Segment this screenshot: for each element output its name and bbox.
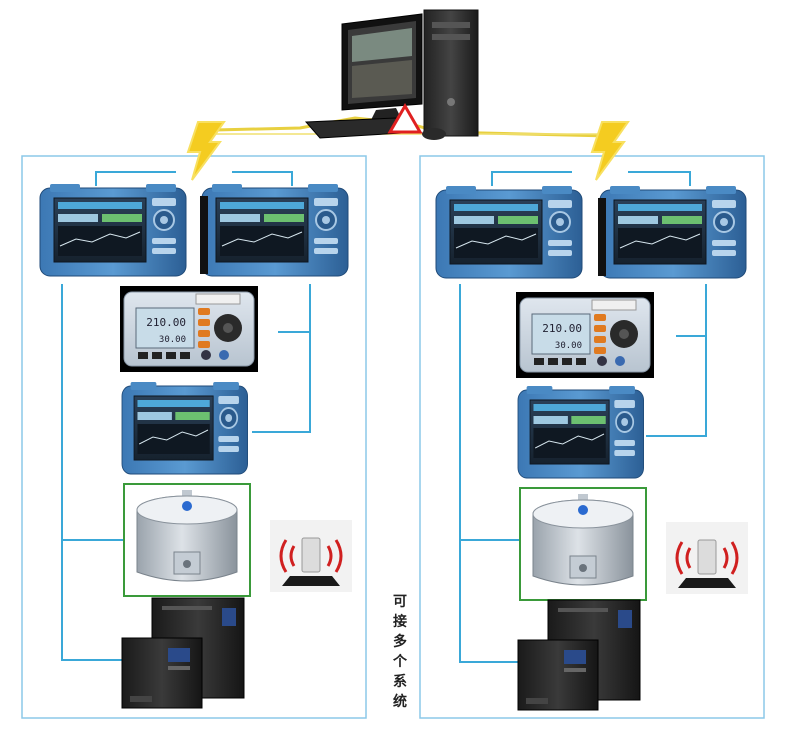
label-char: 个 [393, 654, 407, 670]
wiring-left [61, 171, 311, 661]
label-char: 可 [393, 594, 407, 610]
optical-power-meter-icon [515, 291, 655, 379]
cylindrical-sensor-icon [123, 483, 251, 597]
system-panel-right [419, 155, 765, 719]
system-panel-left [21, 155, 367, 719]
handheld-otdr-icon [201, 183, 349, 277]
label-char: 统 [393, 694, 407, 710]
ups-tower-icon [121, 597, 245, 709]
ups-tower-icon [517, 599, 641, 711]
lightning-bolt-icon [187, 121, 225, 181]
cylindrical-sensor-icon [519, 487, 647, 601]
label-char: 多 [393, 634, 407, 650]
wireless-router-icon [268, 518, 354, 594]
handheld-otdr-icon [39, 183, 187, 277]
wireless-router-icon [664, 520, 750, 596]
label-char: 接 [393, 614, 407, 630]
wiring-right [459, 171, 707, 663]
handheld-otdr-icon [121, 381, 249, 475]
optical-power-meter-icon [119, 285, 259, 373]
lightning-bolt-icon [591, 121, 629, 181]
handheld-otdr-icon [599, 185, 747, 279]
handheld-otdr-icon [435, 185, 583, 279]
warning-triangle-icon [387, 102, 423, 134]
handheld-otdr-icon [517, 385, 645, 479]
label-char: 系 [393, 674, 407, 690]
desktop-computer-icon [305, 9, 479, 141]
multi-system-label: 可 接 多 个 系 统 [388, 592, 412, 712]
